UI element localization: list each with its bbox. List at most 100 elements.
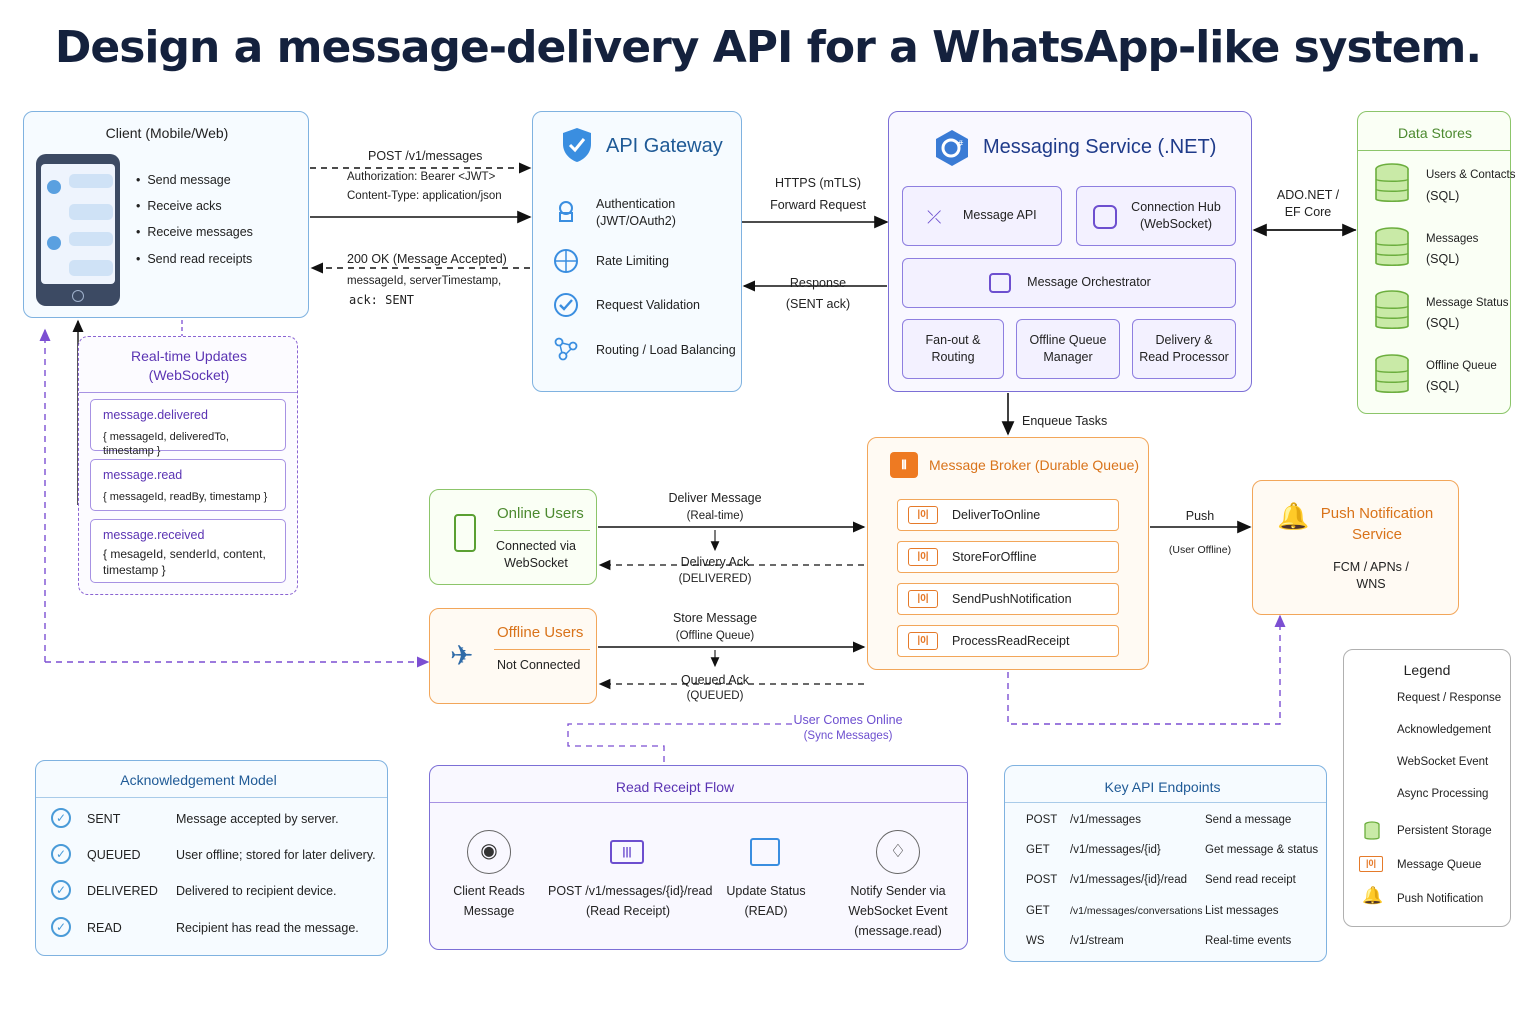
- ack-desc-sent: Message accepted by server.: [176, 812, 339, 826]
- store-message-status: Message Status: [1426, 297, 1509, 309]
- queue-icon: |0|: [908, 548, 938, 566]
- database-icon: [1374, 226, 1410, 270]
- client-bullet-acks: • Receive acks: [136, 199, 222, 213]
- realtime-header: Real-time Updates(WebSocket): [131, 348, 247, 383]
- database-icon: [1374, 289, 1410, 333]
- read-step-post-read: POST /v1/messages/{id}/read(Read Receipt…: [548, 884, 713, 918]
- event-message-read: message.read { messageId, readBy, timest…: [90, 459, 286, 511]
- ack-state-delivered: DELIVERED: [87, 884, 158, 898]
- queue-store-for-offline: |0|StoreForOffline: [897, 541, 1119, 573]
- message-api-component: ⤫ Message API: [902, 186, 1062, 246]
- dotnet-csharp-icon: #: [933, 128, 971, 168]
- shield-icon: [561, 126, 593, 164]
- gateway-request-validation: Request Validation: [596, 298, 701, 312]
- legend-persistent-storage: Persistent Storage: [1397, 825, 1492, 837]
- ack-state-read: READ: [87, 921, 122, 935]
- queue-icon: |0|: [908, 632, 938, 650]
- push-sub: (User Offline): [1168, 544, 1232, 556]
- queue-icon: |0|: [1359, 856, 1383, 872]
- endpoint-path: /v1/messages/{id}: [1070, 844, 1161, 856]
- ack-desc-queued: User offline; stored for later delivery.: [176, 848, 376, 862]
- message-orchestrator-component: Message Orchestrator: [902, 258, 1236, 308]
- check-circle-icon: ✓: [51, 844, 71, 864]
- offline-users-desc: Not Connected: [497, 658, 581, 672]
- request-auth-header: Authorization: Bearer <JWT>: [347, 171, 496, 183]
- ack-model-box: Acknowledgement Model: [35, 760, 388, 956]
- key-endpoints-box: Key API Endpoints: [1004, 765, 1327, 962]
- queue-process-read-receipt: |0|ProcessReadReceipt: [897, 625, 1119, 657]
- eye-icon: ◉: [467, 830, 511, 874]
- endpoint-desc: List messages: [1205, 905, 1279, 917]
- endpoint-method: POST: [1026, 874, 1058, 886]
- client-bullet-read: • Send read receipts: [136, 252, 253, 266]
- endpoint-method: GET: [1026, 844, 1050, 856]
- endpoint-path: /v1/messages: [1070, 814, 1141, 826]
- read-flow-header: Read Receipt Flow: [615, 779, 735, 795]
- legend-async-processing: Async Processing: [1397, 788, 1489, 800]
- legend-message-queue: Message Queue: [1397, 859, 1482, 871]
- endpoint-desc: Real-time events: [1205, 935, 1292, 947]
- sent-ack-label: (SENT ack): [785, 297, 851, 311]
- svg-text:#: #: [957, 139, 964, 148]
- store-users-contacts: Users & Contacts: [1426, 169, 1516, 181]
- gauge-icon: [553, 248, 579, 274]
- fanout-routing-component: Fan-out &Routing: [902, 319, 1004, 379]
- endpoint-desc: Send read receipt: [1205, 874, 1296, 886]
- database-icon: [1374, 353, 1410, 397]
- online-users-header: Online Users: [497, 505, 584, 522]
- request-endpoint: POST /v1/messages: [368, 149, 483, 163]
- check-circle-icon: ✓: [51, 808, 71, 828]
- endpoint-method: POST: [1026, 814, 1058, 826]
- push-label: Push: [1185, 509, 1215, 523]
- page-title: Design a message-delivery API for a What…: [54, 22, 1482, 73]
- client-bullet-receive: • Receive messages: [136, 225, 253, 239]
- store-message-sub: (Offline Queue): [675, 630, 755, 642]
- event-message-delivered: message.delivered { messageId, delivered…: [90, 399, 286, 457]
- endpoint-desc: Send a message: [1205, 814, 1292, 826]
- ado-label: ADO.NET /EF Core: [1276, 188, 1340, 219]
- read-step-update-status: Update Status(READ): [726, 884, 806, 918]
- response-label: Response: [789, 276, 847, 290]
- gateway-header: API Gateway: [606, 135, 723, 157]
- connection-hub-component: Connection Hub(WebSocket): [1076, 186, 1236, 246]
- endpoints-header: Key API Endpoints: [1104, 779, 1221, 795]
- delivery-read-processor-component: Delivery &Read Processor: [1132, 319, 1236, 379]
- queue-icon: |0|: [908, 590, 938, 608]
- ack-desc-delivered: Delivered to recipient device.: [176, 884, 337, 898]
- queued-ack-label: Queued Ack: [680, 673, 750, 687]
- queued-ack-sub: (QUEUED): [686, 690, 744, 702]
- store-messages-kind: (SQL): [1426, 252, 1460, 266]
- delivery-ack-label: Delivery Ack: [680, 555, 750, 569]
- queue-deliver-to-online: |0|DeliverToOnline: [897, 499, 1119, 531]
- gateway-rate-limiting: Rate Limiting: [596, 254, 669, 268]
- endpoint-method: WS: [1026, 935, 1045, 947]
- api-gateway-box: API Gateway Authentication(JWT/OAuth2) R…: [532, 111, 742, 392]
- queue-send-push: |0|SendPushNotification: [897, 583, 1119, 615]
- delivery-ack-sub: (DELIVERED): [678, 573, 752, 585]
- check-circle-icon: ✓: [51, 880, 71, 900]
- legend-request-response: Request / Response: [1397, 692, 1502, 704]
- database-icon: [1374, 162, 1410, 206]
- orchestrator-icon: [989, 273, 1011, 293]
- share-nodes-icon: ⤫: [927, 207, 942, 227]
- network-icon: [553, 336, 579, 362]
- event-message-received: message.received { mesageId, senderId, c…: [90, 519, 286, 583]
- notify-bell-icon: ♢: [876, 830, 920, 874]
- response-ack: ack: SENT: [349, 293, 415, 307]
- endpoint-desc: Get message & status: [1205, 844, 1319, 856]
- store-offline-queue-kind: (SQL): [1426, 379, 1460, 393]
- forward-request-label: Forward Request: [770, 198, 866, 212]
- enqueue-tasks-label: Enqueue Tasks: [1022, 414, 1108, 428]
- check-circle-icon: ✓: [51, 917, 71, 937]
- data-stores-header: Data Stores: [1398, 125, 1472, 141]
- sync-messages-label: (Sync Messages): [803, 730, 893, 742]
- response-fields: messageId, serverTimestamp,: [347, 275, 502, 287]
- store-message-label: Store Message: [672, 611, 758, 625]
- response-status: 200 OK (Message Accepted): [347, 252, 507, 266]
- mobile-icon: [454, 514, 476, 552]
- queue-icon: |||: [610, 840, 644, 864]
